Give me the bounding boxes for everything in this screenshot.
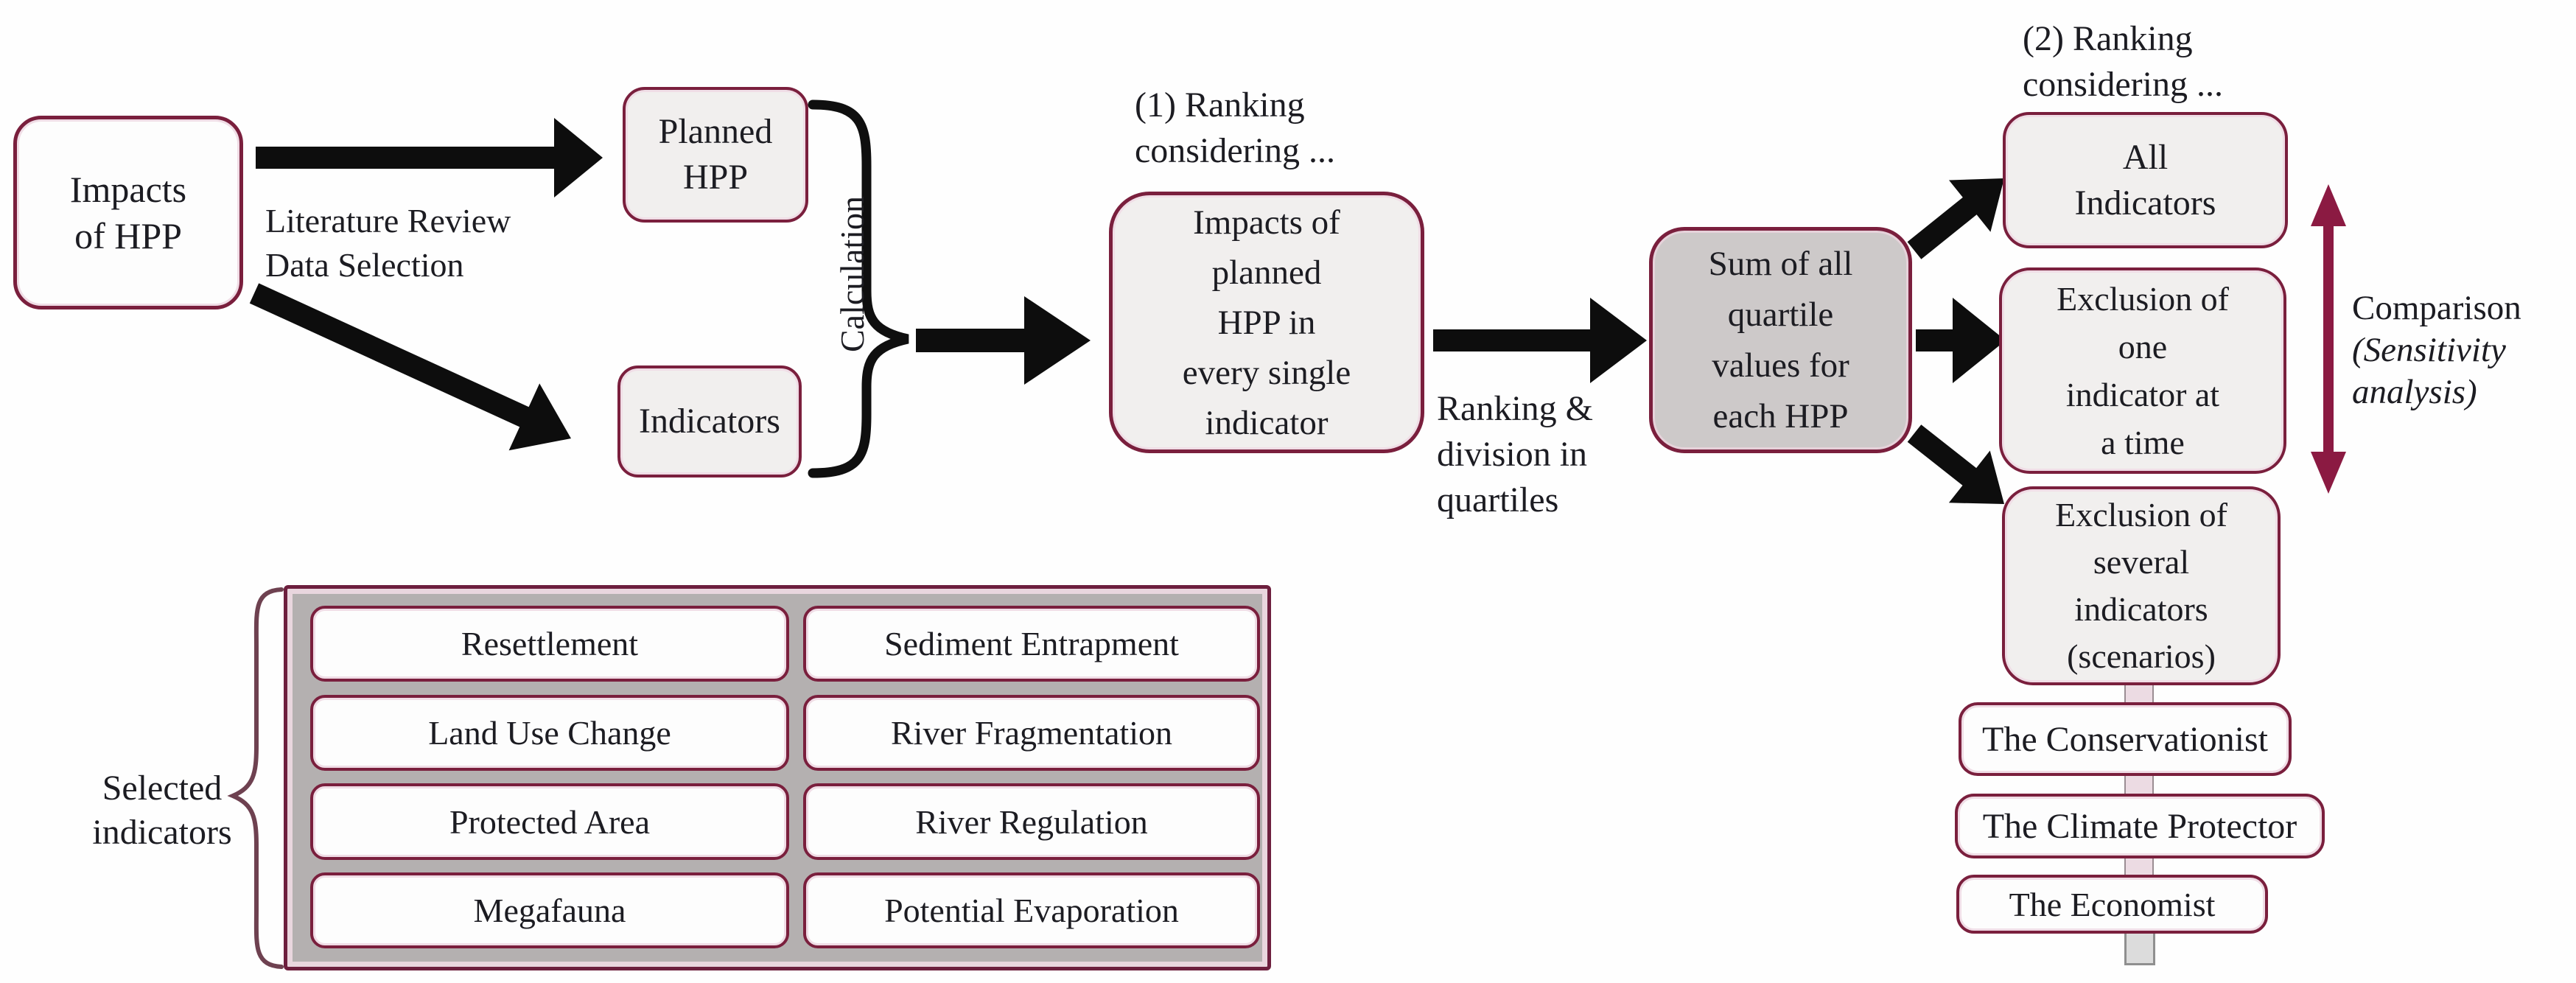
label-text: (2) Ranking xyxy=(2023,19,2193,58)
node-text: Indicators xyxy=(2074,183,2216,223)
indicator-protected-area: Protected Area xyxy=(310,783,789,860)
indicator-resettlement: Resettlement xyxy=(310,606,789,682)
node-sum-quartile-values: Sum of all quartile values for each HPP xyxy=(1649,227,1912,453)
label-text: quartiles xyxy=(1437,480,1559,520)
connector-bar xyxy=(2124,856,2154,876)
connector-bar-stub xyxy=(2124,931,2155,965)
node-indicators: Indicators xyxy=(617,365,802,477)
arrow-to-exclusion-several xyxy=(1907,424,2004,504)
indicator-text: Megafauna xyxy=(473,892,626,929)
node-text: The Conservationist xyxy=(1982,719,2268,759)
node-text: Indicators xyxy=(639,402,780,441)
node-text: a time xyxy=(2101,424,2185,461)
node-text: indicator xyxy=(1205,403,1329,442)
label-text: indicators xyxy=(92,813,232,852)
node-impacts-planned-hpp-indicator: Impacts of planned HPP in every single i… xyxy=(1109,192,1424,453)
node-text: All xyxy=(2122,137,2169,177)
label-text: Comparison xyxy=(2352,289,2521,327)
node-text: Impacts of xyxy=(1193,203,1340,242)
node-text: each HPP xyxy=(1712,396,1849,435)
arrow-ranking-quartiles xyxy=(1433,298,1647,383)
indicator-land-use-change: Land Use Change xyxy=(310,695,789,771)
indicator-potential-evaporation: Potential Evaporation xyxy=(803,872,1260,948)
node-text: Impacts xyxy=(69,168,187,210)
indicator-text: Protected Area xyxy=(449,802,651,841)
node-text: every single xyxy=(1182,353,1351,392)
label-text: Calculation xyxy=(833,195,871,353)
label-comparison-sensitivity: Comparison (Sensitivity analysis) xyxy=(2352,287,2521,413)
label-text: analysis) xyxy=(2352,373,2477,411)
node-text: HPP xyxy=(682,158,749,197)
node-text: one xyxy=(2118,328,2168,365)
label-calculation: Calculation xyxy=(833,156,874,392)
node-text: several xyxy=(2093,543,2190,581)
indicator-text: Sediment Entrapment xyxy=(884,625,1179,662)
node-text: (scenarios) xyxy=(2067,637,2216,675)
node-text: Exclusion of xyxy=(2057,280,2229,318)
indicator-text: Resettlement xyxy=(461,625,639,662)
label-text: (Sensitivity xyxy=(2352,331,2506,369)
node-text: Planned xyxy=(658,112,773,151)
node-text: indicators xyxy=(2074,590,2208,628)
arrow-to-indicators xyxy=(249,283,571,451)
arrow-to-all-indicators xyxy=(1907,178,2004,259)
label-text: Selected xyxy=(102,769,223,808)
node-text: values for xyxy=(1712,346,1849,385)
indicator-text: River Fragmentation xyxy=(891,714,1172,752)
label-ranking-1: (1) Ranking considering ... xyxy=(1135,83,1335,174)
label-text: division in xyxy=(1437,435,1588,474)
selected-indicators-brace xyxy=(227,587,284,969)
connector-bar xyxy=(2124,774,2154,795)
node-impacts-of-hpp: Impacts of HPP xyxy=(13,116,243,309)
selected-indicators-panel: Resettlement Land Use Change Protected A… xyxy=(284,585,1271,970)
node-planned-hpp: Planned HPP xyxy=(623,87,808,223)
node-text: indicator at xyxy=(2065,376,2220,413)
indicator-river-regulation: River Regulation xyxy=(803,783,1260,860)
node-exclusion-one-indicator: Exclusion of one indicator at a time xyxy=(1999,267,2286,474)
connector-bar xyxy=(2124,683,2154,704)
indicator-sediment-entrapment: Sediment Entrapment xyxy=(803,606,1260,682)
label-text: considering ... xyxy=(2023,65,2223,104)
indicator-text: River Regulation xyxy=(915,802,1148,841)
node-scenario-climate-protector: The Climate Protector xyxy=(1955,794,2325,858)
node-scenario-economist: The Economist xyxy=(1956,875,2268,934)
label-literature-review-data-selection: Literature Review Data Selection xyxy=(265,199,511,287)
label-text: considering ... xyxy=(1135,131,1335,170)
node-text: The Economist xyxy=(2009,885,2216,923)
calculation-brace xyxy=(808,99,909,478)
arrow-calculation xyxy=(916,296,1091,385)
label-text: (1) Ranking xyxy=(1135,85,1305,125)
node-all-indicators: All Indicators xyxy=(2003,112,2288,248)
label-text: Data Selection xyxy=(265,246,464,284)
label-text: Ranking & xyxy=(1437,389,1593,428)
node-text: planned xyxy=(1211,253,1322,292)
comparison-double-arrow xyxy=(2311,184,2346,494)
node-exclusion-several-indicators: Exclusion of several indicators (scenari… xyxy=(2002,486,2281,685)
node-text: The Climate Protector xyxy=(1982,806,2297,846)
node-text: of HPP xyxy=(74,214,182,256)
node-scenario-conservationist: The Conservationist xyxy=(1959,702,2292,776)
arrow-literature-review xyxy=(256,118,603,197)
node-text: HPP in xyxy=(1217,303,1316,342)
node-text: Sum of all xyxy=(1708,244,1853,283)
indicator-text: Potential Evaporation xyxy=(884,892,1179,929)
label-ranking-division-quartiles: Ranking & division in quartiles xyxy=(1437,386,1593,523)
node-text: quartile xyxy=(1727,295,1834,334)
arrow-to-exclusion-one xyxy=(1916,298,2006,383)
label-ranking-2: (2) Ranking considering ... xyxy=(2023,16,2223,108)
node-text: Exclusion of xyxy=(2055,496,2227,534)
indicator-text: Land Use Change xyxy=(428,714,671,752)
indicator-megafauna: Megafauna xyxy=(310,872,789,948)
label-selected-indicators: Selected indicators xyxy=(70,766,254,855)
label-text: Literature Review xyxy=(265,202,511,239)
indicator-river-fragmentation: River Fragmentation xyxy=(803,695,1260,771)
